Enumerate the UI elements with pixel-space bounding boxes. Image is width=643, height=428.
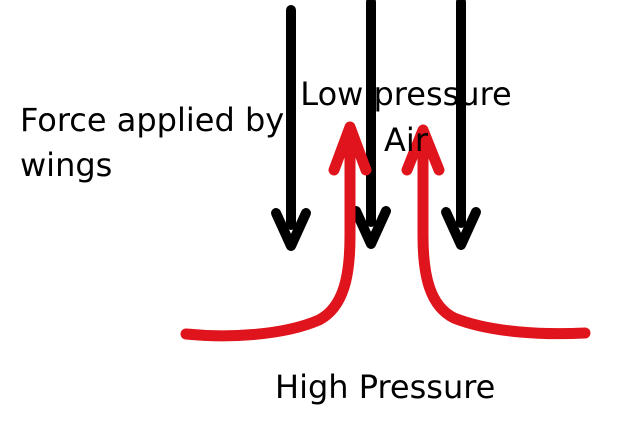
- high-pressure-label: High Pressure: [275, 368, 496, 406]
- downward-force-arrows: [271, 0, 481, 251]
- downward-force-arrow-center: [351, 0, 391, 249]
- upward-airflow-arrows: [180, 121, 591, 342]
- force-label: Force applied by wings: [20, 101, 285, 184]
- airflow-arrow-right: [401, 124, 591, 340]
- downward-force-arrow-left: [271, 5, 311, 251]
- low-pressure-label: Low pressure Air: [300, 75, 512, 159]
- downward-force-arrow-right: [441, 0, 481, 250]
- airflow-arrow-left: [180, 121, 372, 342]
